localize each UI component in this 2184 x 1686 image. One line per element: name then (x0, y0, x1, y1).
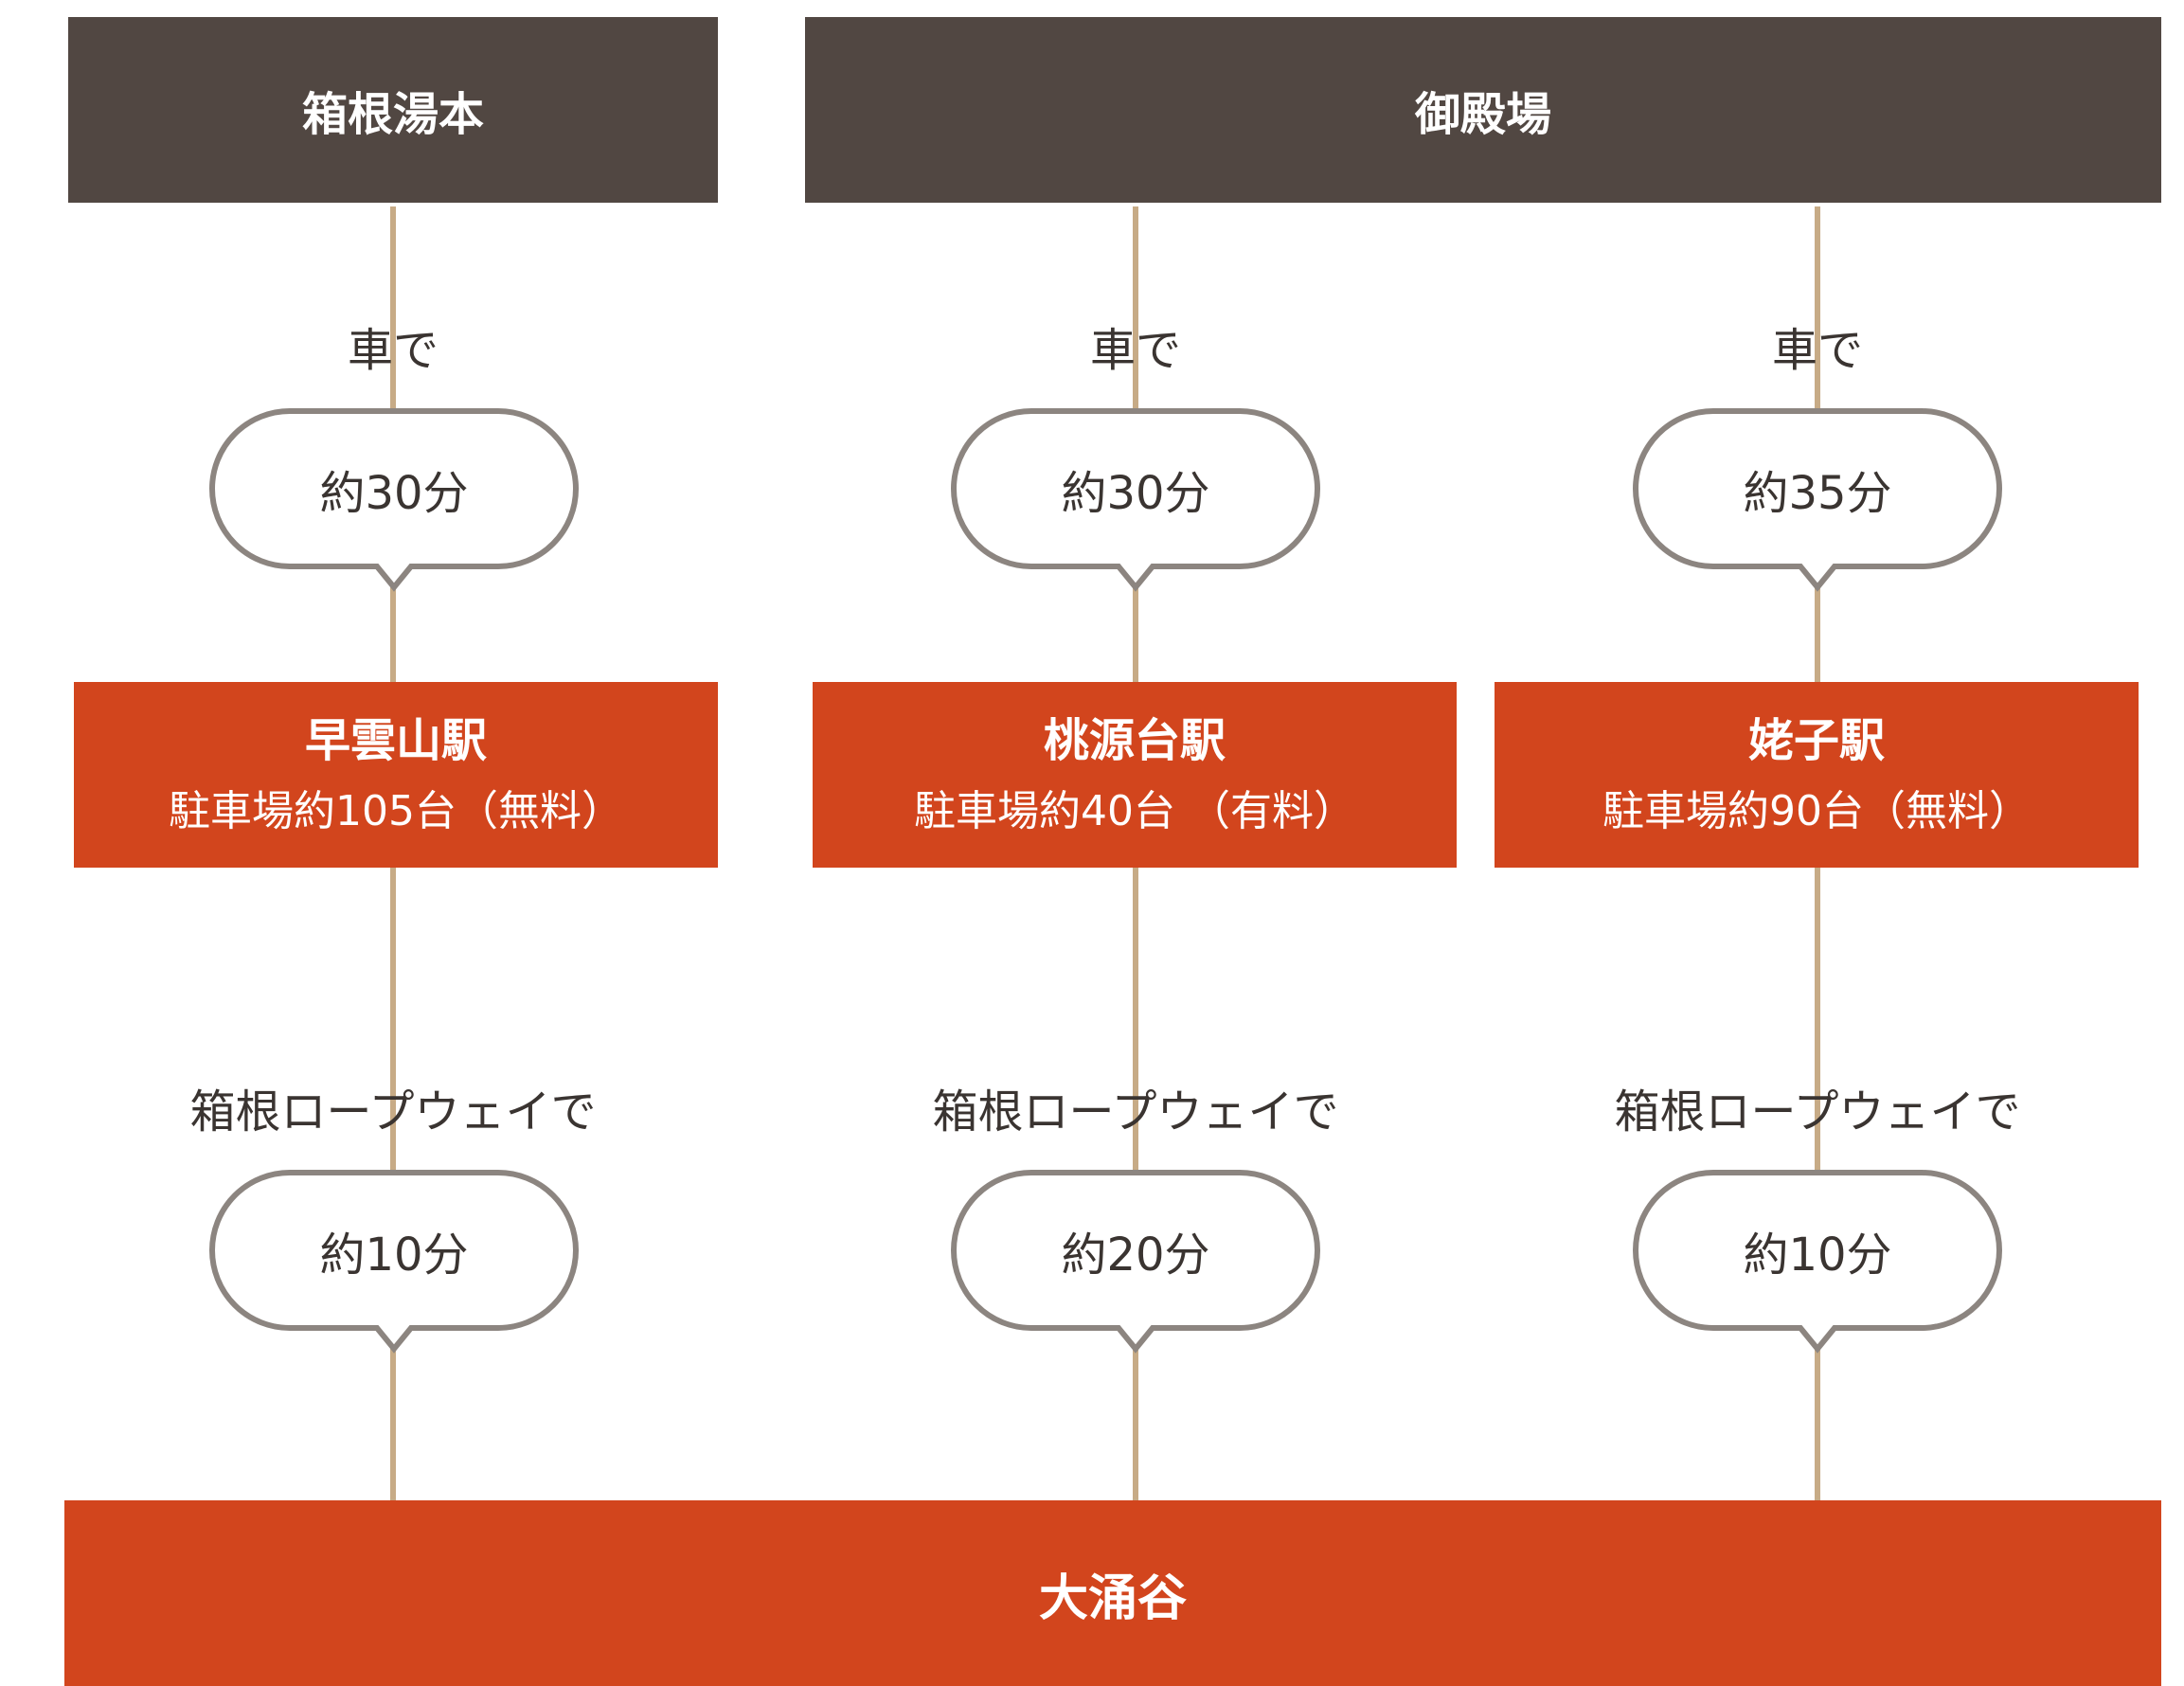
time-bubble: 約30分 (208, 407, 580, 597)
parking-info: 駐車場約40台 （有料） (914, 786, 1355, 835)
speech-bubble-shape (209, 408, 579, 592)
station-box-togendai: 桃源台駅 駐車場約40台 （有料） (813, 682, 1457, 868)
origin-label: 箱根湯本 (301, 88, 484, 141)
time-bubble: 約20分 (950, 1169, 1321, 1358)
transport-label: 箱根ロープウェイで (1614, 1085, 2021, 1139)
time-text: 約10分 (1743, 1229, 1892, 1282)
speech-bubble-shape (951, 408, 1320, 592)
destination-box-owakudani: 大涌谷 (64, 1500, 2161, 1686)
origin-label: 御殿場 (1414, 88, 1551, 141)
time-text: 約30分 (1061, 467, 1210, 520)
time-text: 約20分 (1061, 1229, 1210, 1282)
time-bubble: 約10分 (208, 1169, 580, 1358)
origin-box-hakone-yumoto: 箱根湯本 (68, 17, 718, 203)
time-text: 約30分 (319, 467, 469, 520)
transport-label: 車で (1771, 324, 1864, 377)
transport-label: 車で (1089, 324, 1182, 377)
station-box-ubako: 姥子駅 駐車場約90台（無料） (1495, 682, 2139, 868)
time-bubble: 約10分 (1632, 1169, 2003, 1358)
speech-bubble-shape (1633, 1170, 2002, 1354)
station-name: 早雲山駅 (304, 714, 487, 768)
station-box-sounzan: 早雲山駅 駐車場約105台（無料） (74, 682, 718, 868)
station-name: 桃源台駅 (1043, 714, 1226, 768)
origin-box-gotemba: 御殿場 (805, 17, 2161, 203)
speech-bubble-shape (209, 1170, 579, 1354)
transport-label: 車で (347, 324, 439, 377)
transport-label: 箱根ロープウェイで (932, 1085, 1339, 1139)
time-bubble: 約35分 (1632, 407, 2003, 597)
speech-bubble-shape (951, 1170, 1320, 1354)
time-text: 約35分 (1743, 467, 1892, 520)
transport-label: 箱根ロープウェイで (189, 1085, 597, 1139)
parking-info: 駐車場約105台（無料） (169, 786, 623, 835)
time-text: 約10分 (319, 1229, 469, 1282)
station-name: 姥子駅 (1747, 714, 1885, 768)
time-bubble: 約30分 (950, 407, 1321, 597)
destination-label: 大涌谷 (1038, 1569, 1187, 1627)
speech-bubble-shape (1633, 408, 2002, 592)
parking-info: 駐車場約90台（無料） (1602, 786, 2031, 835)
